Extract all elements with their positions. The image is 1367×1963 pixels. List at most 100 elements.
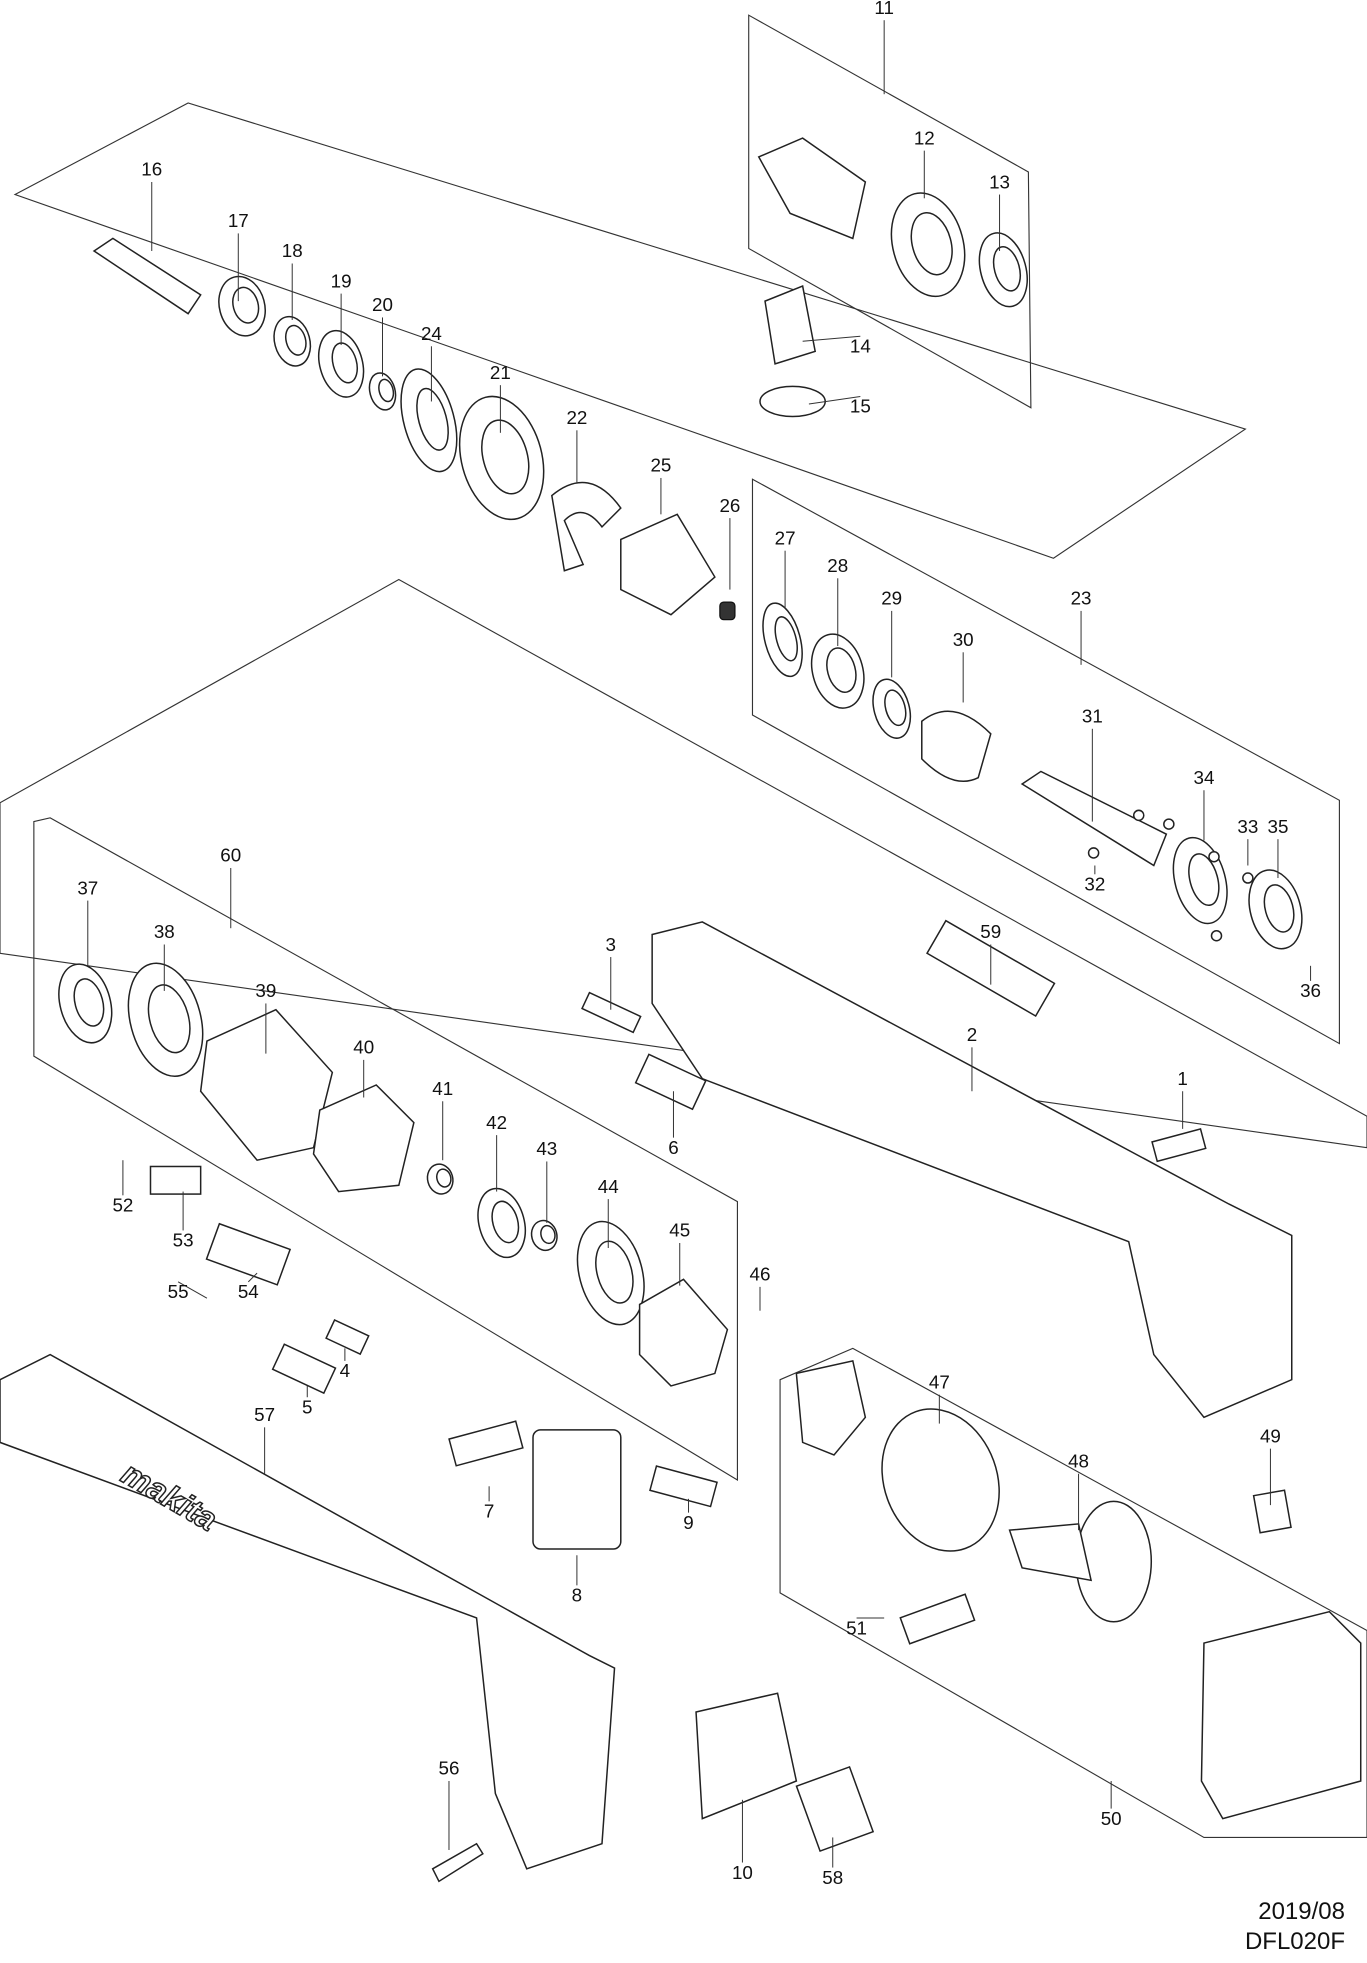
- part-label-45: 45: [669, 1220, 690, 1241]
- part-40: [312, 1084, 415, 1193]
- part-label-42: 42: [486, 1112, 507, 1133]
- part-38-bore: [147, 984, 191, 1054]
- leader-line-55: [177, 1281, 208, 1299]
- part-17-bore: [232, 286, 260, 324]
- part-9: [649, 1465, 718, 1508]
- part-58: [795, 1765, 875, 1852]
- part-label-9: 9: [683, 1512, 693, 1533]
- part-6: [634, 1053, 707, 1111]
- leader-line-54: [247, 1272, 258, 1283]
- part-label-27: 27: [775, 527, 796, 548]
- part-label-57: 57: [254, 1404, 275, 1425]
- leader-lines: [87, 20, 1312, 1868]
- part-label-44: 44: [598, 1176, 619, 1197]
- part-label-50: 50: [1101, 1808, 1122, 1829]
- part-label-10: 10: [732, 1862, 753, 1883]
- assembly-group-outlines: [0, 14, 1367, 1839]
- ball-2: [1163, 818, 1175, 830]
- group-outline-spindle: [13, 102, 1247, 559]
- leader-line-14: [802, 335, 861, 342]
- part-10-terminal: [695, 1692, 798, 1820]
- part-48-shaft: [1008, 1523, 1093, 1582]
- part-21-bore: [481, 419, 530, 495]
- part-label-54: 54: [238, 1281, 259, 1302]
- part-label-26: 26: [719, 495, 740, 516]
- part-label-20: 20: [372, 294, 393, 315]
- part-label-34: 34: [1194, 767, 1215, 788]
- group-outline-11: [748, 14, 1032, 409]
- part-label-60: 60: [220, 845, 241, 866]
- part-27-bore: [774, 616, 798, 662]
- group-outline-motor: [779, 1347, 1367, 1839]
- part-29-bore: [884, 689, 907, 727]
- part-label-17: 17: [228, 210, 249, 231]
- part-28-bore: [826, 647, 857, 693]
- part-11-head: [757, 137, 867, 240]
- part-22: [551, 481, 622, 572]
- part-18-bore: [284, 324, 307, 356]
- part-label-15: 15: [850, 396, 871, 417]
- part-24-bore: [416, 387, 449, 451]
- part-label-56: 56: [439, 1758, 460, 1779]
- part-label-5: 5: [302, 1397, 312, 1418]
- part-label-16: 16: [141, 159, 162, 180]
- ball-1: [1132, 809, 1145, 822]
- part-15: [759, 385, 826, 418]
- diagram-model-code: DFL020F: [1244, 1928, 1345, 1955]
- ball-4: [1242, 872, 1254, 884]
- part-34-bore: [1188, 853, 1220, 907]
- part-5: [271, 1343, 337, 1395]
- part-label-32: 32: [1084, 874, 1105, 895]
- part-label-43: 43: [536, 1138, 557, 1159]
- part-label-12: 12: [914, 127, 935, 148]
- part-label-53: 53: [173, 1230, 194, 1251]
- part-label-14: 14: [850, 336, 871, 357]
- part-12-bore: [910, 212, 953, 276]
- part-label-58: 58: [822, 1867, 843, 1888]
- part-26-spring: [719, 601, 736, 621]
- part-31-shaft: [1020, 770, 1168, 867]
- part-41-bore: [436, 1168, 452, 1188]
- part-label-11: 11: [874, 0, 894, 18]
- part-16-shaft: [92, 237, 202, 315]
- diagram-date: 2019/08: [1258, 1898, 1345, 1925]
- part-7: [448, 1420, 524, 1467]
- part-label-28: 28: [827, 555, 848, 576]
- part-label-51: 51: [846, 1617, 867, 1638]
- part-label-37: 37: [77, 877, 98, 898]
- part-label-18: 18: [282, 240, 303, 261]
- part-30-spring: [921, 710, 992, 782]
- part-51-block: [899, 1593, 976, 1645]
- part-label-59: 59: [980, 921, 1001, 942]
- part-43-bore: [540, 1224, 556, 1245]
- part-label-35: 35: [1267, 816, 1288, 837]
- ball-0: [1087, 847, 1100, 859]
- part-number-labels: 1234567891011121314151617181920212223242…: [77, 0, 1321, 1888]
- part-label-2: 2: [967, 1024, 977, 1045]
- part-label-55: 55: [168, 1281, 189, 1302]
- group-outline-23: [751, 478, 1340, 1045]
- part-19-bore: [331, 342, 358, 384]
- part-label-22: 22: [566, 407, 587, 428]
- part-drawings: [0, 137, 1362, 1883]
- part-57-housing-half: [0, 1353, 616, 1870]
- part-3: [581, 991, 642, 1034]
- part-42-bore: [491, 1200, 520, 1244]
- part-label-8: 8: [572, 1585, 582, 1606]
- part-label-38: 38: [154, 921, 175, 942]
- part-label-25: 25: [650, 455, 671, 476]
- ball-3: [1208, 850, 1220, 863]
- part-25: [620, 513, 716, 616]
- part-label-36: 36: [1300, 980, 1321, 1001]
- part-label-3: 3: [606, 934, 616, 955]
- part-label-7: 7: [484, 1501, 494, 1522]
- part-35-bore: [1263, 884, 1295, 933]
- part-44-bore: [595, 1240, 634, 1304]
- ball-5: [1210, 929, 1223, 942]
- part-label-33: 33: [1237, 816, 1258, 837]
- part-label-40: 40: [353, 1037, 374, 1058]
- part-20-bore: [378, 378, 395, 403]
- part-label-39: 39: [255, 980, 276, 1001]
- group-outline-housing: [0, 578, 1367, 1149]
